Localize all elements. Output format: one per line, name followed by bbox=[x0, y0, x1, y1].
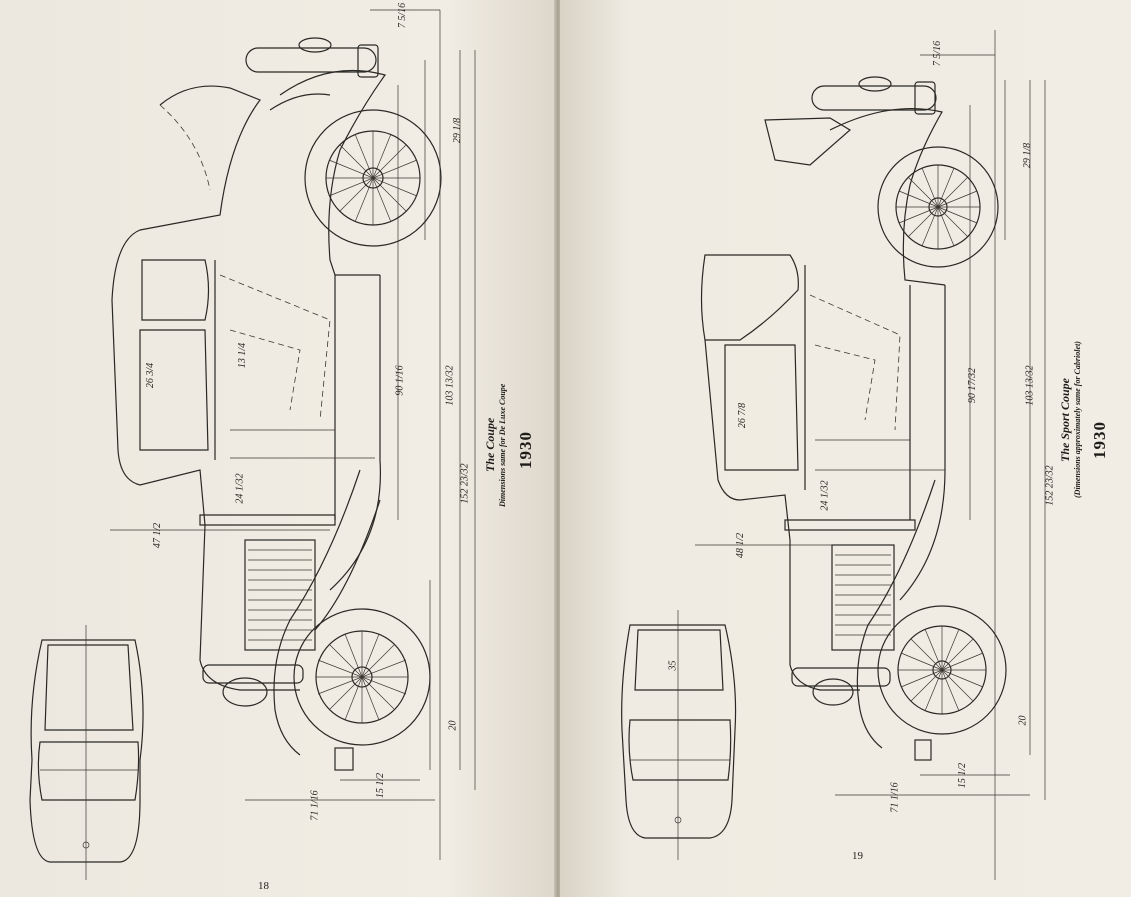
dim-label: 71 1/16 bbox=[309, 790, 321, 821]
left-year: 1930 bbox=[516, 405, 536, 495]
caption-title: The Coupe bbox=[483, 417, 497, 473]
caption-subtitle: Dimensions same for De Luxe Coupe bbox=[498, 383, 507, 507]
coupe-drawing bbox=[29, 9, 476, 880]
dim-label: 47 1/2 bbox=[152, 522, 164, 549]
dim-label: 20 bbox=[447, 720, 459, 731]
dim-label: 35 bbox=[667, 660, 679, 671]
dim-label: 152 23/32 bbox=[459, 463, 471, 504]
left-page: 7 5/16 29 1/8 90 1/16 103 13/32 152 23/3… bbox=[0, 0, 556, 897]
dim-label: 90 17/32 bbox=[967, 367, 979, 404]
caption-year: 1930 bbox=[516, 431, 535, 469]
dim-label: 26 7/8 bbox=[737, 402, 749, 429]
dim-label: 48 1/2 bbox=[735, 532, 747, 559]
dim-label: 26 3/4 bbox=[145, 362, 157, 389]
page-number: 19 bbox=[852, 850, 863, 862]
dim-label: 13 1/4 bbox=[237, 342, 249, 369]
right-caption: The Sport Coupe (Dimensions approximatel… bbox=[1058, 290, 1082, 550]
dim-label: 24 1/32 bbox=[819, 480, 831, 511]
dim-label: 29 1/8 bbox=[1022, 142, 1034, 169]
book-gutter bbox=[554, 0, 562, 897]
left-caption: The Coupe Dimensions same for De Luxe Co… bbox=[483, 330, 507, 560]
dim-label: 152 23/32 bbox=[1044, 465, 1056, 506]
dim-label: 71 1/16 bbox=[889, 782, 901, 813]
caption-year: 1930 bbox=[1090, 421, 1109, 459]
caption-subtitle: (Dimensions approximately same for Cabri… bbox=[1073, 341, 1082, 499]
dim-label: 7 5/16 bbox=[397, 2, 409, 29]
dim-label: 24 1/32 bbox=[234, 473, 246, 504]
right-page: 7 5/16 29 1/8 90 17/32 103 13/32 152 23/… bbox=[560, 0, 1131, 897]
dim-label: 20 bbox=[1017, 715, 1029, 726]
dim-label: 103 13/32 bbox=[444, 365, 456, 406]
dim-label: 7 5/16 bbox=[932, 40, 944, 67]
caption-title: The Sport Coupe bbox=[1058, 378, 1072, 463]
sport-coupe-drawing bbox=[621, 30, 1046, 880]
dim-label: 29 1/8 bbox=[452, 117, 464, 144]
dim-label: 103 13/32 bbox=[1024, 365, 1036, 406]
dim-label: 90 1/16 bbox=[394, 365, 406, 396]
dim-label: 15 1/2 bbox=[957, 762, 969, 789]
right-year: 1930 bbox=[1090, 395, 1110, 485]
page-number: 18 bbox=[258, 880, 269, 892]
dim-label: 15 1/2 bbox=[375, 772, 387, 799]
